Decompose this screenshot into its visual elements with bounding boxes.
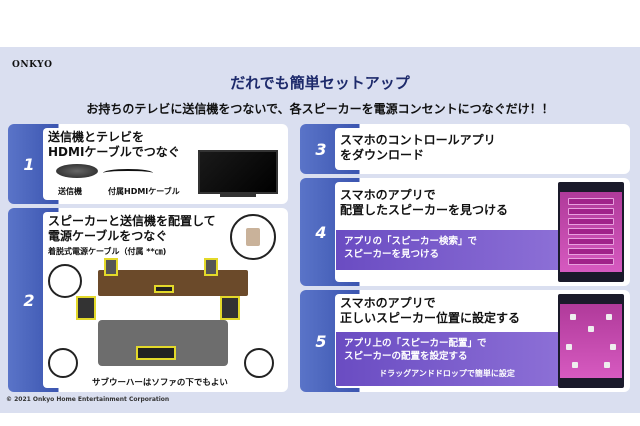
step-number: 1 xyxy=(23,154,35,174)
menu-item xyxy=(568,208,614,215)
front-speaker-left xyxy=(104,258,118,276)
subwoofer-note: サブウーハーはソファの下でもよい xyxy=(92,378,228,388)
hdmi-cable-image xyxy=(103,169,153,177)
step-4-card: 4 スマホのアプリで 配置したスピーカーを見つける アプリの「スピーカー検索」で… xyxy=(300,178,630,286)
transmitter-image xyxy=(56,164,98,178)
step-text: スマホのアプリで 配置したスピーカーを見つける xyxy=(340,188,509,217)
phone-screenshot xyxy=(558,294,624,388)
speaker-position-icon xyxy=(606,314,612,320)
step-text: スマホのコントロールアプリ をダウンロード xyxy=(340,133,496,162)
phone-screenshot xyxy=(558,182,624,282)
cable-detail-circle xyxy=(48,348,78,378)
step-3-card: 3 スマホのコントロールアプリ をダウンロード xyxy=(300,124,630,174)
info-box: アプリ上の「スピーカー配置」で スピーカーの配置を設定する ドラッグアンドドロッ… xyxy=(336,332,558,386)
step-number: 3 xyxy=(315,139,327,159)
onkyo-logo: ONKYO xyxy=(12,60,53,70)
step-5-card: 5 スマホのアプリで 正しいスピーカー位置に設定する アプリ上の「スピーカー配置… xyxy=(300,290,630,392)
step-number: 2 xyxy=(23,290,35,310)
menu-item xyxy=(568,238,614,245)
speaker-position-icon xyxy=(604,362,610,368)
power-cable-note: 着脱式電源ケーブル（付属 **㎝) xyxy=(48,247,167,256)
speaker-position-icon xyxy=(610,344,616,350)
rear-speaker-right xyxy=(220,296,240,320)
tv-image xyxy=(198,150,278,194)
menu-item xyxy=(568,258,614,265)
step-text: 送信機とテレビを HDMIケーブルでつなぐ xyxy=(48,130,180,159)
front-speaker-right xyxy=(204,258,218,276)
hdmi-cable-label: 付属HDMIケーブル xyxy=(108,187,180,196)
menu-item xyxy=(568,198,614,205)
step-2-card: 2 スピーカーと送信機を配置して 電源ケーブルをつなぐ 着脱式電源ケーブル（付属… xyxy=(8,208,288,392)
speaker-position-icon xyxy=(572,362,578,368)
step-number: 4 xyxy=(315,222,327,242)
menu-item xyxy=(568,218,614,225)
cable-detail-circle xyxy=(244,348,274,378)
transmitter-image xyxy=(154,285,174,293)
copyright-footer: © 2021 Onkyo Home Entertainment Corporat… xyxy=(6,396,170,403)
step-text: スピーカーと送信機を配置して 電源ケーブルをつなぐ xyxy=(48,214,216,243)
menu-item xyxy=(568,248,614,255)
transmitter-label: 送信機 xyxy=(58,187,82,196)
speaker-position-icon xyxy=(566,344,572,350)
step-number: 5 xyxy=(315,331,327,351)
step-1-card: 1 送信機とテレビを HDMIケーブルでつなぐ 送信機 付属HDMIケーブル xyxy=(8,124,288,204)
info-box: アプリの「スピーカー検索」で スピーカーを見つける xyxy=(336,230,558,270)
rear-speaker-left xyxy=(76,296,96,320)
page-title: だれでも簡単セットアップ xyxy=(230,74,410,92)
speaker-position-icon xyxy=(570,314,576,320)
speaker-position-icon xyxy=(588,326,594,332)
page-subtitle: お持ちのテレビに送信機をつないで、各スピーカーを電源コンセントにつなぐだけ！！ xyxy=(86,102,554,116)
step-text: スマホのアプリで 正しいスピーカー位置に設定する xyxy=(340,296,521,325)
subwoofer-image xyxy=(136,346,176,360)
cable-detail-circle xyxy=(48,264,82,298)
menu-item xyxy=(568,228,614,235)
